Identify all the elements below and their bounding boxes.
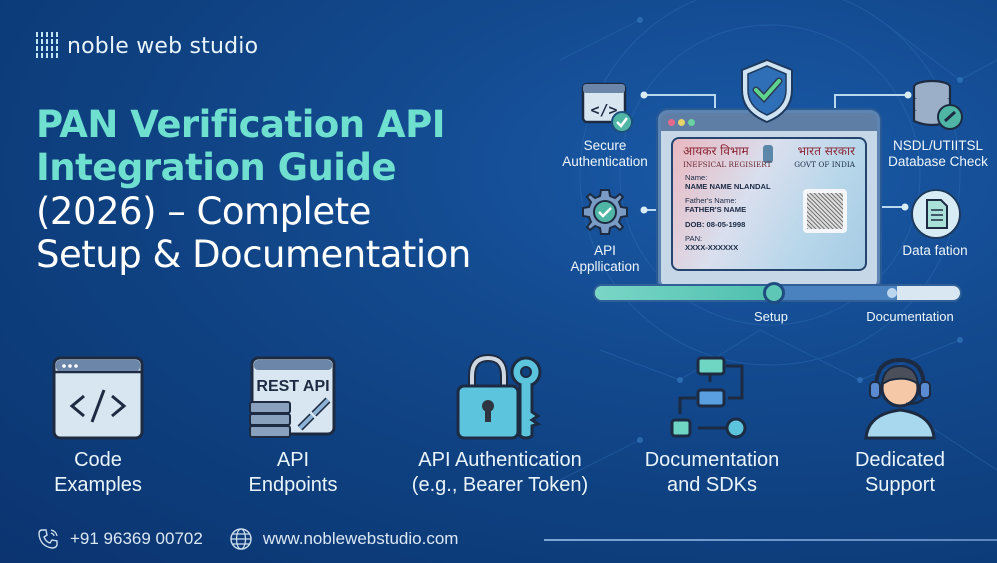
footer-divider [544,539,997,541]
feature-api-authentication: API Authentication(e.g., Bearer Token) [400,352,600,498]
progress-knob[interactable] [763,282,785,304]
title-line-2: Integration Guide [36,146,397,190]
pan-photo [803,189,847,233]
emblem-icon [763,145,773,163]
connector-lines [640,91,912,214]
pan-father-name: Father's Name: FATHER'S NAME [685,196,747,215]
title-line-4: Setup & Documentation [36,232,471,276]
code-window-check-icon: </> [581,82,633,133]
window-dot-yellow [678,118,685,126]
shield-check-icon [741,58,793,124]
node-label-db-check: NSDL/UTIITSL Database Check [888,138,988,169]
pan-header-hindi-left: आयकर विभाम [683,144,749,158]
gear-check-icon [582,189,628,235]
pan-header-hindi-right: भारत सरकार [797,144,855,158]
footer-contact: +91 96369 00702 www.noblewebstudio.com [36,527,997,551]
api-illustration: </> Secure Authentication API Appllicati… [555,55,997,335]
lock-key-icon [456,354,542,440]
logo-mark-icon [36,31,58,61]
pan-sub-right: GOVT OF INDIA [794,160,855,169]
window-dot-red [668,118,675,126]
pan-card: आयकर विभाम भारत सरकार INEFSICAL REGISIER… [671,137,867,271]
brand-logo[interactable]: noble web studio [36,31,258,61]
page-title: PAN Verification API Integration Guide (… [36,103,566,276]
svg-text:</>: </> [590,101,617,119]
document-icon [911,189,961,239]
database-link-icon [912,79,963,130]
pan-name: Name: NAME NAME NLANDAL [685,173,771,192]
progress-label-documentation: Documentation [866,309,954,324]
globe-icon [230,528,252,550]
rest-api-server-icon: REST API [249,356,336,438]
setup-progress-slider[interactable] [595,282,960,304]
title-line-3: (2026) – Complete [36,189,371,233]
website-link[interactable]: www.noblewebstudio.com [262,529,459,548]
node-label-api-application: API Appllication [570,243,640,274]
progress-marker [887,288,897,298]
title-line-1: PAN Verification API [36,103,446,146]
phone-icon [38,529,58,549]
pan-sub-left: INEFSICAL REGISIERT [683,160,772,169]
phone-number[interactable]: +91 96369 00702 [70,529,203,548]
flowchart-icon [670,356,747,439]
brand-name: noble web studio [67,33,259,59]
code-window-icon [52,356,144,440]
browser-window: आयकर विभाम भारत सरकार INEFSICAL REGISIER… [658,110,880,290]
node-label-secure-auth: Secure Authentication [562,138,648,169]
node-label-data: Data fation [902,243,968,258]
window-dot-green [688,118,695,126]
svg-text:REST API: REST API [256,378,329,395]
support-agent-icon [864,357,936,440]
pan-dob: DOB: 08-05-1998 [685,220,746,229]
progress-label-setup: Setup [754,309,788,324]
pan-number: PAN: XXXX-XXXXXX [685,234,739,253]
